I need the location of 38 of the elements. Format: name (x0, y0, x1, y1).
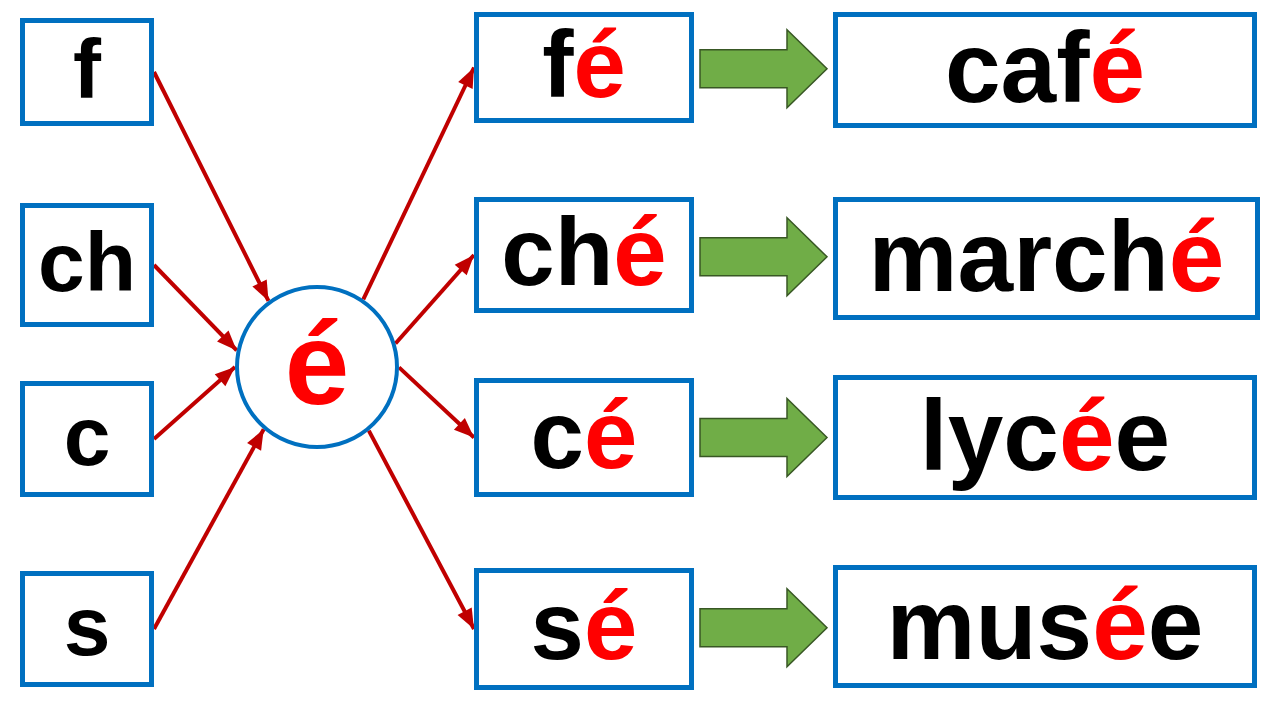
word: lycée (919, 384, 1171, 491)
syllable: cé (530, 386, 638, 489)
arrow (397, 365, 476, 439)
word-box (833, 197, 1260, 320)
syllable: ché (501, 204, 667, 306)
letter: s (63, 584, 111, 674)
syllable-box (474, 197, 694, 313)
block-arrow (699, 28, 829, 110)
letter: é (284, 305, 350, 429)
word-box (833, 12, 1257, 128)
letter-box (20, 18, 154, 126)
arrow (152, 428, 266, 630)
letter-box (20, 381, 154, 497)
syllable: fé (542, 17, 626, 118)
letter: c (63, 394, 111, 484)
syllable-box (474, 12, 694, 123)
block-arrow (699, 396, 829, 479)
word: marché (868, 205, 1225, 312)
arrow (367, 429, 476, 630)
letter-circle (235, 285, 399, 449)
letter-box (20, 571, 154, 687)
block-arrow (699, 216, 829, 298)
arrow (394, 253, 476, 345)
arrow (361, 66, 476, 301)
syllable: sé (530, 578, 638, 680)
arrow (152, 365, 237, 441)
syllable-box (474, 378, 694, 497)
arrow (152, 263, 239, 352)
word-box (833, 565, 1257, 688)
word: café (944, 17, 1146, 123)
letter: ch (38, 220, 136, 310)
letter-box (20, 203, 154, 327)
word: musée (886, 573, 1204, 680)
letter: f (73, 27, 101, 117)
arrow (152, 71, 271, 302)
syllable-box (474, 568, 694, 690)
block-arrow (699, 587, 829, 669)
word-box (833, 375, 1257, 500)
